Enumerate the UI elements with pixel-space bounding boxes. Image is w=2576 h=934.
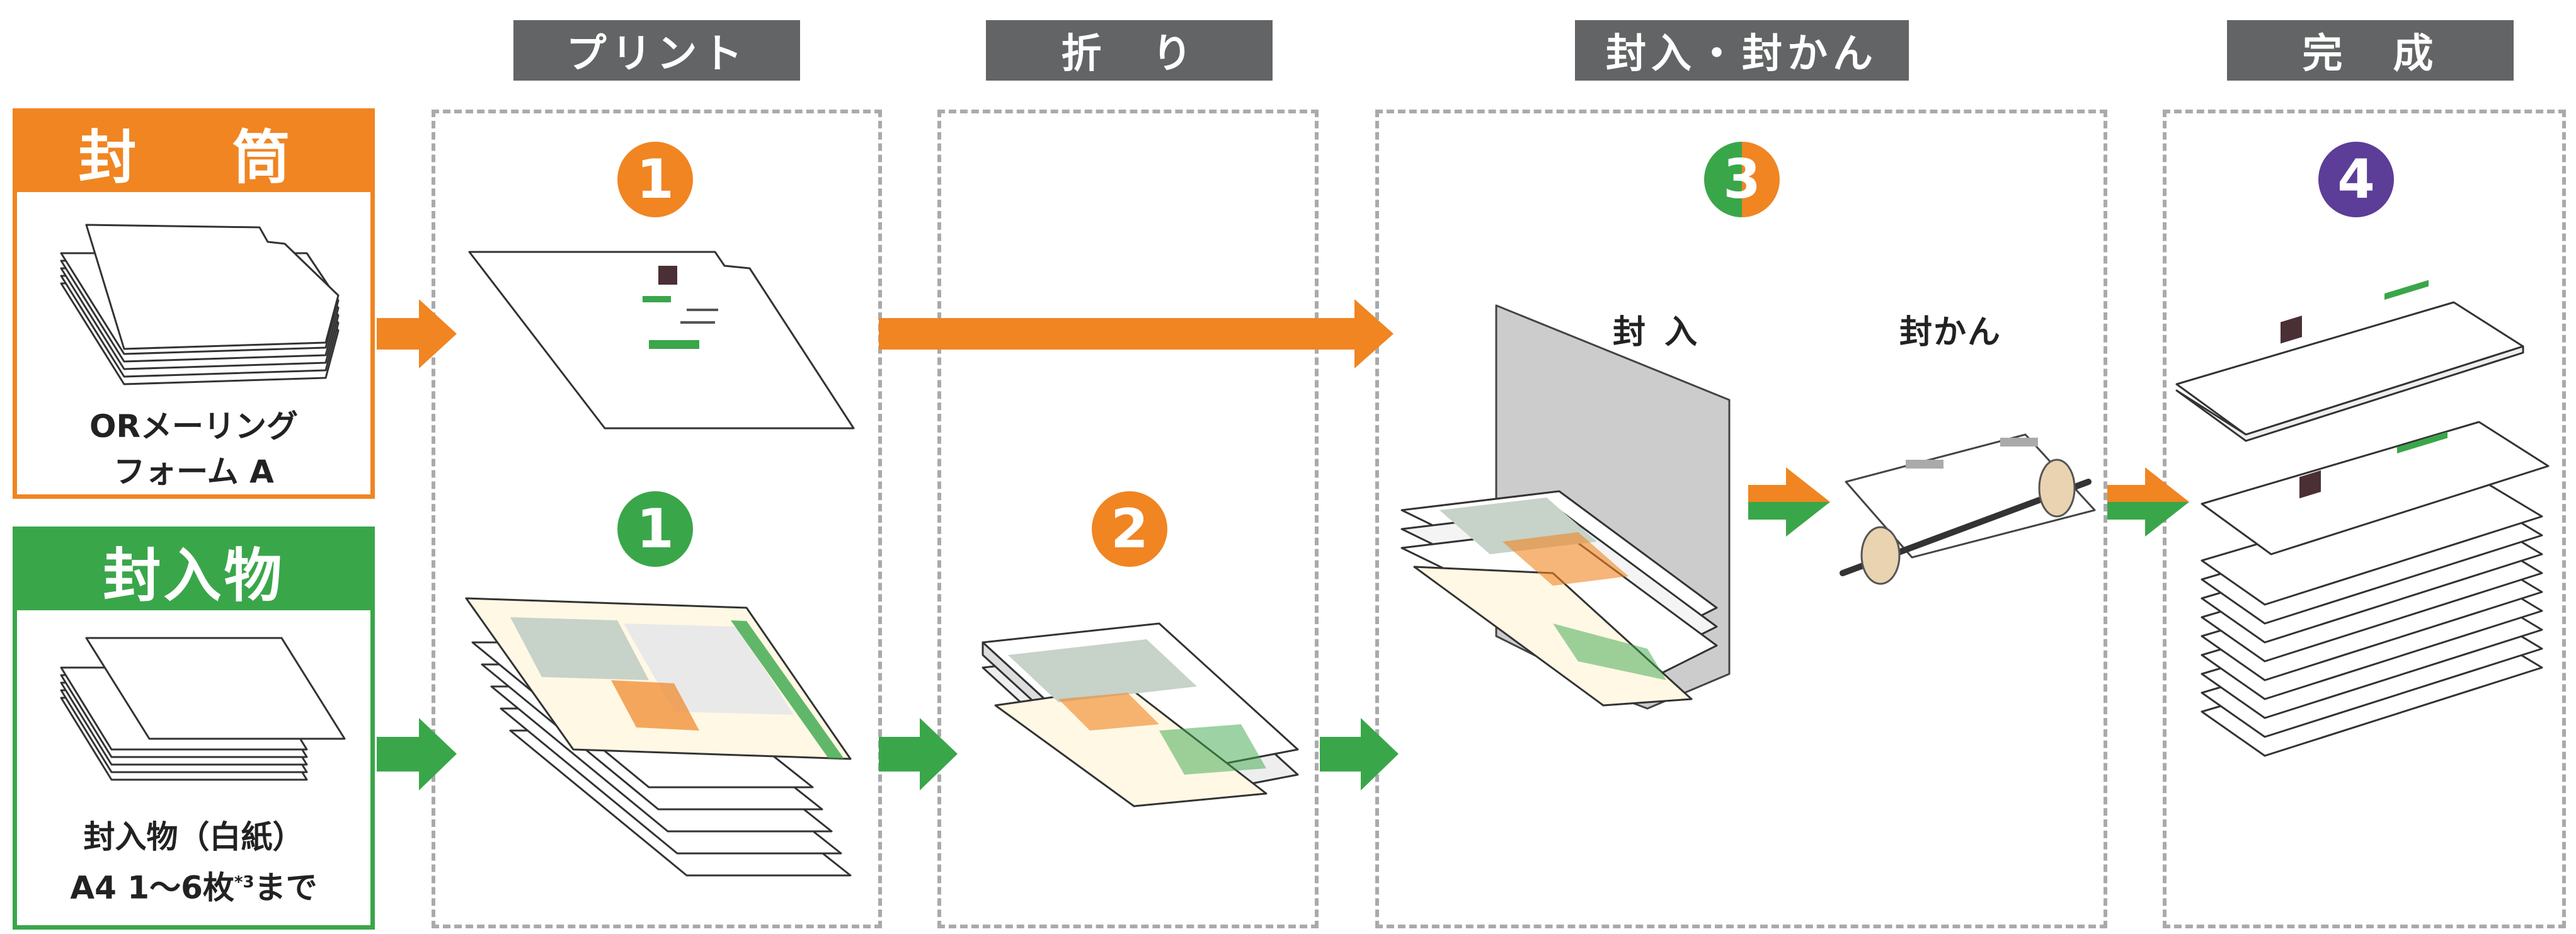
arrow-envelope-to-print: [377, 299, 457, 368]
arrow-fold-to-insert: [1320, 718, 1399, 790]
header-complete: 完 成: [2227, 20, 2514, 81]
seal-stage-illustration: [1840, 433, 2096, 585]
insert-box-caption: 封入物（白紙） A4 1〜6枚*3まで: [17, 814, 370, 911]
flow-arrows: [377, 299, 2189, 790]
step-badge-fold: 2: [1092, 491, 1167, 567]
arrow-insert-to-seal: [1748, 467, 1830, 537]
envelope-box: 封 筒 ORメーリング フォーム A: [13, 108, 375, 499]
insert-caption-line1: 封入物（白紙）: [83, 819, 304, 855]
step-badge-insert-seal: 3: [1704, 142, 1780, 217]
completed-envelopes-illustration: [2175, 280, 2550, 757]
insert-stage-illustration: [1400, 304, 1731, 710]
label-insert: 封 入: [1613, 314, 1702, 351]
header-print: プリント: [513, 20, 800, 81]
header-fold: 折 り: [986, 20, 1273, 81]
step-badge-print-envelope: 1: [617, 142, 693, 217]
arrow-print-to-fold: [879, 718, 958, 790]
insert-caption-tail: まで: [254, 869, 318, 906]
insert-caption-footnote: *3: [234, 873, 255, 892]
insert-caption-line2: A4 1〜6枚*3まで: [17, 860, 370, 911]
envelope-caption-line2: フォーム A: [113, 453, 274, 490]
arrow-insert-to-print: [377, 718, 457, 790]
insert-box-title: 封入物: [17, 531, 370, 610]
printed-insert-illustration: [465, 597, 852, 877]
folded-insert-illustration: [982, 622, 1299, 807]
insert-caption-size: A4 1〜6枚: [70, 869, 234, 906]
insert-stack-icon: [60, 637, 346, 781]
insert-box: 封入物 封入物（白紙） A4 1〜6枚*3まで: [13, 527, 375, 930]
envelope-box-caption: ORメーリング フォーム A: [17, 404, 370, 494]
printed-envelope-illustration: [468, 251, 855, 430]
envelope-box-title: 封 筒: [17, 113, 370, 192]
envelope-stack-icon: [60, 224, 340, 385]
header-insert-seal: 封入・封かん: [1575, 20, 1909, 81]
label-seal: 封かん: [1899, 314, 2002, 351]
step-badge-print-insert: 1: [617, 491, 693, 567]
arrow-print-to-insert: [879, 299, 1394, 368]
envelope-caption-line1: ORメーリング: [89, 408, 298, 445]
step-badge-complete: 4: [2318, 142, 2394, 217]
arrow-seal-to-complete: [2107, 467, 2189, 537]
